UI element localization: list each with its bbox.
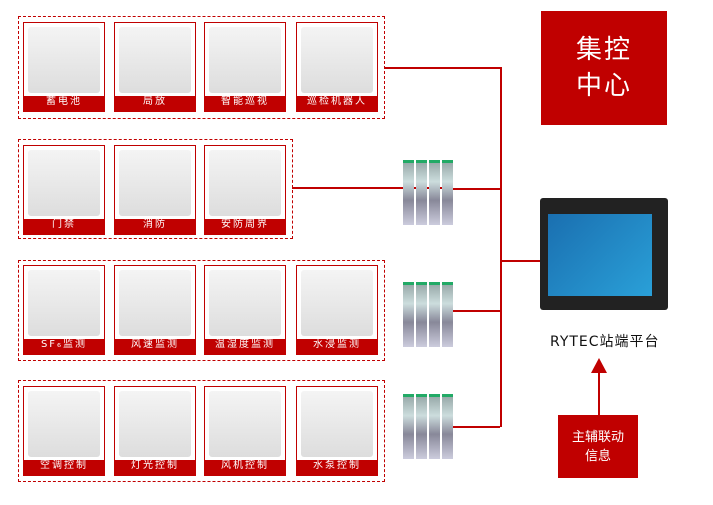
device-image	[301, 391, 373, 457]
connector-line	[452, 426, 500, 428]
device-label: 安防周界	[205, 219, 285, 234]
connector-line	[452, 188, 500, 190]
group-security	[18, 139, 293, 239]
io-module	[403, 282, 453, 347]
device-label: 灯光控制	[115, 460, 195, 475]
device-card: 巡检机器人	[296, 22, 378, 112]
connector-line	[384, 67, 501, 69]
device-card: 局放	[114, 22, 196, 112]
io-module	[403, 160, 453, 225]
device-image	[28, 391, 100, 457]
device-image	[119, 270, 191, 336]
device-image	[301, 27, 373, 93]
group-control	[18, 380, 385, 482]
device-label: 巡检机器人	[297, 96, 377, 111]
device-card: 温湿度监测	[204, 265, 286, 355]
connector-line	[452, 310, 500, 312]
platform-label: RYTEC站端平台	[550, 334, 660, 350]
device-image	[301, 270, 373, 336]
device-label: 智能巡视	[205, 96, 285, 111]
device-image	[209, 270, 281, 336]
device-card: 风速监测	[114, 265, 196, 355]
connector-line	[292, 187, 452, 189]
device-image	[209, 391, 281, 457]
device-image	[28, 270, 100, 336]
device-label: 水浸监测	[297, 339, 377, 354]
control-center-box: 集控中心	[541, 11, 667, 125]
device-card: 空调控制	[23, 386, 105, 476]
device-image	[119, 150, 191, 216]
linkage-info-box: 主辅联动信息	[558, 415, 638, 478]
device-card: 门禁	[23, 145, 105, 235]
device-card: 风机控制	[204, 386, 286, 476]
device-card: 智能巡视	[204, 22, 286, 112]
device-label: SF₆监测	[24, 339, 104, 354]
device-label: 消防	[115, 219, 195, 234]
device-label: 空调控制	[24, 460, 104, 475]
platform-screen-image	[540, 198, 668, 310]
device-image	[28, 27, 100, 93]
device-label: 蓄电池	[24, 96, 104, 111]
device-image	[28, 150, 100, 216]
device-card: 水浸监测	[296, 265, 378, 355]
arrow-up-icon	[591, 358, 607, 416]
device-image	[119, 391, 191, 457]
device-image	[209, 27, 281, 93]
device-card: SF₆监测	[23, 265, 105, 355]
connector-line	[500, 67, 502, 427]
device-card: 水泵控制	[296, 386, 378, 476]
io-module	[403, 394, 453, 459]
device-image	[209, 150, 281, 216]
device-image	[119, 27, 191, 93]
device-label: 温湿度监测	[205, 339, 285, 354]
device-card: 安防周界	[204, 145, 286, 235]
device-label: 门禁	[24, 219, 104, 234]
device-label: 局放	[115, 96, 195, 111]
connector-line	[500, 260, 541, 262]
device-label: 水泵控制	[297, 460, 377, 475]
device-card: 蓄电池	[23, 22, 105, 112]
device-label: 风速监测	[115, 339, 195, 354]
device-label: 风机控制	[205, 460, 285, 475]
device-card: 消防	[114, 145, 196, 235]
group-monitoring	[18, 260, 385, 361]
device-card: 灯光控制	[114, 386, 196, 476]
